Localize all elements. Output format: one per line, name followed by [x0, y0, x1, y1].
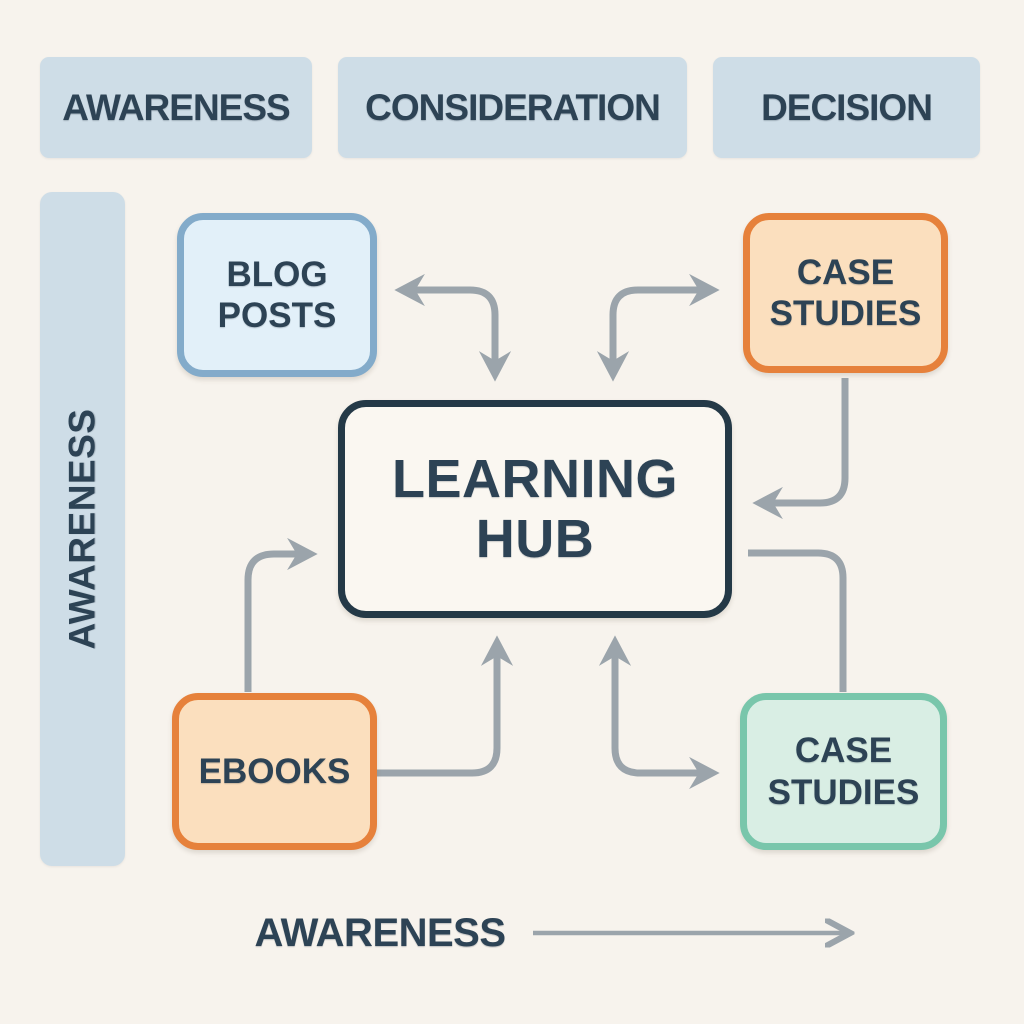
node-blog-posts: BLOG POSTS: [177, 213, 377, 377]
ebooks-label: EBOOKS: [198, 751, 351, 791]
stage-consideration-label: CONSIDERATION: [365, 86, 661, 128]
arrow-hub-case-studies-bottom: [598, 635, 720, 790]
footer-awareness-label: AWARENESS: [254, 910, 506, 955]
connector-hub-case-studies-bottom: [748, 549, 847, 692]
arrow-ebooks-hub-bottom: [377, 635, 514, 777]
node-case-studies-bottom: CASE STUDIES: [740, 693, 947, 850]
blog-posts-label: BLOG POSTS: [217, 254, 337, 335]
arrow-hub-case-studies-top: [596, 273, 720, 382]
node-ebooks: EBOOKS: [172, 693, 377, 850]
stage-decision-label: DECISION: [761, 86, 933, 128]
node-case-studies-top: CASE STUDIES: [743, 213, 948, 373]
stage-awareness-label: AWARENESS: [62, 86, 290, 128]
stage-awareness: AWARENESS: [40, 57, 312, 158]
arrow-case-studies-top-hub: [752, 378, 849, 520]
stage-consideration: CONSIDERATION: [338, 57, 687, 158]
case-studies-bottom-label: CASE STUDIES: [767, 731, 920, 812]
arrow-hub-blog-posts: [394, 273, 512, 382]
side-rail-awareness: AWARENESS: [40, 192, 125, 866]
side-rail-label: AWARENESS: [61, 408, 103, 650]
arrow-ebooks-hub-left: [244, 537, 318, 692]
learning-hub-label: LEARNING HUB: [392, 448, 678, 569]
node-learning-hub: LEARNING HUB: [338, 400, 732, 618]
stage-decision: DECISION: [713, 57, 980, 158]
case-studies-top-label: CASE STUDIES: [769, 252, 922, 333]
